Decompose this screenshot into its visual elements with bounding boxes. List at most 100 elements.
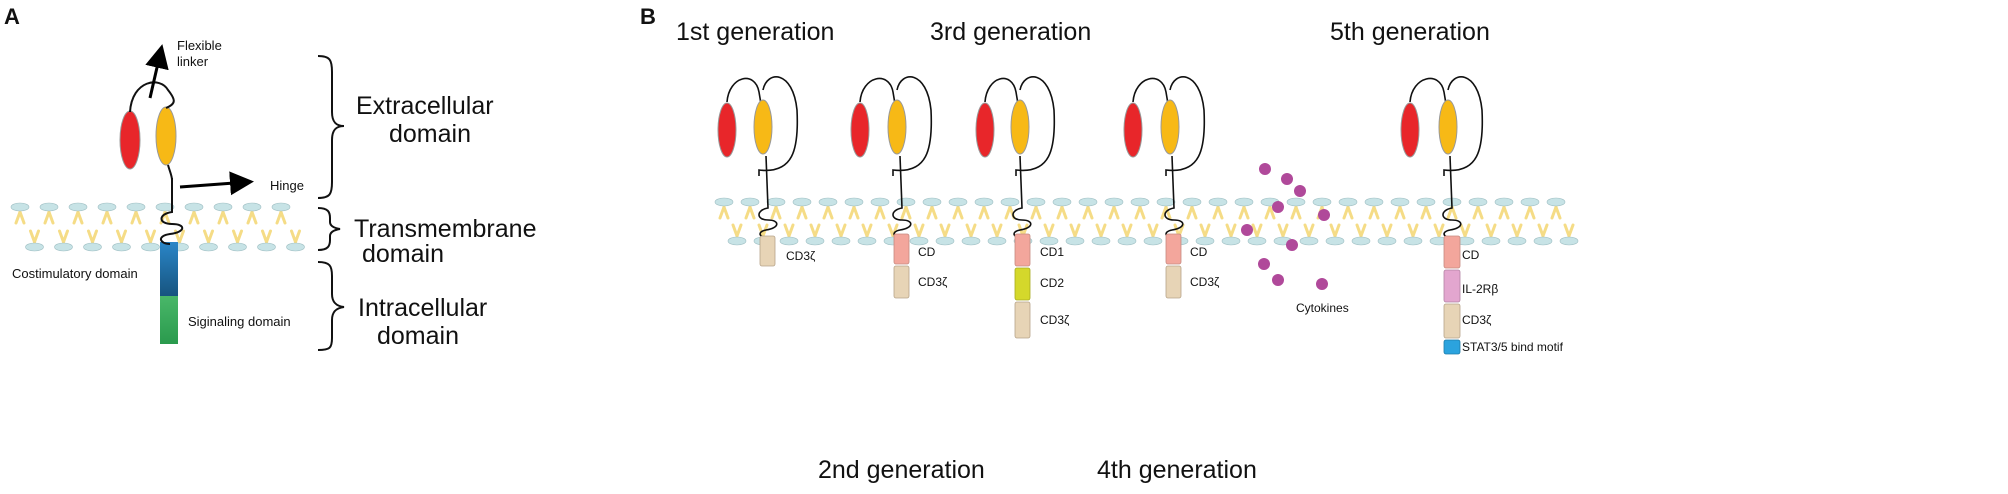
membrane-b-lipid-head <box>792 197 812 207</box>
membrane-a-lipid-tail <box>265 229 272 244</box>
membrane-b-lipid-head <box>1546 197 1566 207</box>
cytokine-1 <box>1259 163 1271 175</box>
gen3-transmembrane-coil <box>1012 155 1032 239</box>
gen2-title: 2nd generation <box>818 456 985 484</box>
membrane-b-lipid-head <box>1533 236 1553 246</box>
membrane-b-lipid-head <box>974 197 994 207</box>
membrane-a-lipid-tail <box>105 210 113 225</box>
membrane-b-lipid-head <box>1117 236 1137 246</box>
membrane-b-lipid-head <box>1338 197 1358 207</box>
membrane-b-lipid-tail <box>878 205 886 220</box>
signaling-domain-label: Siginaling domain <box>188 314 291 329</box>
membrane-b-lipid-head <box>1286 197 1306 207</box>
membrane-a-lipid-head <box>10 202 30 212</box>
membrane-a-lipid-tail <box>120 229 127 244</box>
gen3-cd3z-label: CD3ζ <box>1040 313 1070 327</box>
membrane-a-lipid-head <box>112 242 131 252</box>
cytokine-5 <box>1318 209 1330 221</box>
membrane-b-lipid-tail <box>813 223 821 238</box>
gen3-vh-domain <box>1010 99 1030 155</box>
membrane-b-lipid-head <box>1299 236 1319 246</box>
membrane-b-lipid-tail <box>1450 205 1458 220</box>
gen2-vh-domain <box>887 99 907 155</box>
transmembrane-label-line2: domain <box>362 240 444 268</box>
membrane-b-lipid-head <box>1091 236 1111 246</box>
gen5-cd3z-label: CD3ζ <box>1462 313 1492 327</box>
membrane-b-lipid-tail <box>1333 223 1341 238</box>
membrane-b-lipid-head <box>1052 197 1072 207</box>
extracellular-label-line1: Extracellular <box>356 92 494 120</box>
membrane-b-lipid-tail <box>1528 205 1536 220</box>
membrane-b-lipid-head <box>1520 197 1540 207</box>
gen5-cd-label: CD <box>1462 248 1480 262</box>
membrane-b-lipid-tail <box>1112 205 1120 220</box>
gen3-cd1-label: CD1 <box>1040 245 1064 259</box>
membrane-b-lipid-tail <box>1190 205 1198 220</box>
intracellular-brace <box>317 261 345 351</box>
membrane-a-lipid-head <box>97 202 117 212</box>
membrane-b-lipid-tail <box>930 205 938 220</box>
membrane-b-lipid-head <box>1351 236 1371 246</box>
membrane-b-lipid-head <box>1078 197 1098 207</box>
membrane-b-lipid-head <box>1507 236 1527 246</box>
cytokine-9 <box>1272 274 1284 286</box>
membrane-b-lipid-tail <box>748 205 756 220</box>
gen5-hinge-loop <box>1443 76 1484 176</box>
membrane-b-lipid-tail <box>1489 223 1497 238</box>
membrane-a-lipid-head <box>213 202 233 212</box>
membrane-a-lipid-tail <box>62 229 69 244</box>
membrane-b-lipid-tail <box>1073 223 1081 238</box>
gen4-cd-block <box>1165 233 1182 265</box>
gen2-linker <box>859 77 896 105</box>
membrane-a-lipid-tail <box>207 229 214 244</box>
membrane-b-lipid-tail <box>1268 205 1276 220</box>
membrane-b-lipid-head <box>922 197 942 207</box>
membrane-a-lipid-tail <box>294 229 301 244</box>
membrane-b-lipid-tail <box>1424 205 1432 220</box>
panel-b-letter: B <box>640 4 656 29</box>
membrane-b-lipid-tail <box>1086 205 1094 220</box>
gen3-cd2-label: CD2 <box>1040 276 1064 290</box>
membrane-b-lipid-head <box>1000 197 1020 207</box>
membrane-b-lipid-head <box>1494 197 1514 207</box>
gen1-transmembrane-coil <box>758 155 778 239</box>
gen2-cd3z-block <box>893 265 910 299</box>
gen4-vl-domain <box>1123 102 1143 158</box>
membrane-b-lipid-tail <box>917 223 925 238</box>
gen1-linker <box>726 77 762 105</box>
membrane-b-lipid-tail <box>1554 205 1562 220</box>
membrane-b-lipid-tail <box>787 223 795 238</box>
transmembrane-brace <box>317 207 341 251</box>
membrane-b-lipid-head <box>714 197 734 207</box>
membrane-b-lipid-head <box>1390 197 1410 207</box>
gen5-cd3z-block <box>1443 303 1461 339</box>
membrane-a-lipid-tail <box>250 210 258 225</box>
membrane-b-lipid-tail <box>1203 223 1211 238</box>
gen3-cd2-block <box>1014 267 1031 301</box>
costimulatory-domain-block <box>160 242 178 296</box>
cytokines-label: Cytokines <box>1296 301 1349 315</box>
cytokine-6 <box>1241 224 1253 236</box>
membrane-a-lipid-tail <box>279 210 287 225</box>
gen4-vh-domain <box>1160 99 1180 155</box>
gen3-cd1-block <box>1014 233 1031 267</box>
gen5-cd-block <box>1443 235 1461 269</box>
membrane-b-lipid-tail <box>1359 223 1367 238</box>
membrane-b-lipid-tail <box>1346 205 1354 220</box>
membrane-b-lipid-tail <box>982 205 990 220</box>
membrane-b-lipid-tail <box>735 223 743 238</box>
panel-a: A Flexible linker Hinge Costimulatory do… <box>4 4 536 351</box>
membrane-b-lipid-tail <box>995 223 1003 238</box>
membrane-a-lipid-head <box>141 242 160 252</box>
membrane-b-lipid-tail <box>1034 205 1042 220</box>
gen5-transmembrane-coil <box>1442 155 1462 239</box>
membrane-a-lipid-tail <box>91 229 98 244</box>
gen4-linker <box>1132 77 1169 105</box>
membrane-b-lipid-tail <box>1138 205 1146 220</box>
signaling-domain-block <box>160 296 178 344</box>
membrane-b-lipid-tail <box>1047 223 1055 238</box>
gen5-il2rb-label: IL-2Rβ <box>1462 282 1498 296</box>
membrane-b-lipid-tail <box>1216 205 1224 220</box>
membrane-b-lipid-tail <box>1151 223 1159 238</box>
membrane-b-lipid-head <box>961 236 981 246</box>
